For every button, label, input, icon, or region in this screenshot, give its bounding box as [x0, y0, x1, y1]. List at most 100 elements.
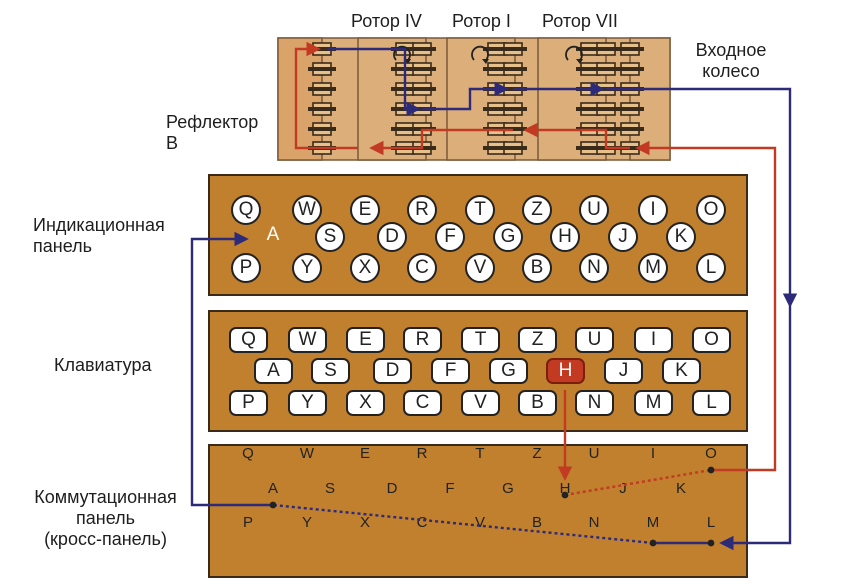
lamp-o: O	[696, 195, 726, 225]
plugboard-label-line2: панель	[76, 508, 135, 528]
rotation-arrowhead-icon	[576, 59, 583, 64]
lamp-p: P	[231, 253, 261, 283]
lamp-t: T	[465, 195, 495, 225]
plug-letter-y: Y	[301, 514, 312, 531]
rotor-contact-wire	[408, 87, 436, 91]
lamp-x: X	[350, 253, 380, 283]
key-l: L	[692, 390, 731, 416]
entry-wheel-label-line2: колесо	[702, 61, 760, 81]
key-j: J	[604, 358, 643, 384]
rotor-contact-wire	[592, 107, 620, 111]
plug-letter-o: O	[705, 445, 717, 462]
rotor-contact-wire	[408, 107, 436, 111]
lamp-lit-a: A	[266, 224, 280, 245]
rotor-contact-wire	[576, 47, 604, 51]
rotation-arrow-icon	[471, 45, 489, 61]
key-n: N	[575, 390, 614, 416]
lamp-w: W	[292, 195, 322, 225]
key-p: P	[229, 390, 268, 416]
rotor-contact-wire	[499, 67, 527, 71]
rotor-contact-wire	[616, 107, 644, 111]
lamp-f: F	[435, 222, 465, 252]
plug-letter-x: X	[359, 514, 370, 531]
reflector-label-line2: B	[166, 133, 179, 153]
key-u: U	[575, 327, 614, 353]
plug-letter-h: H	[559, 480, 571, 497]
keyboard-label: Клавиатура	[54, 355, 152, 375]
plug-letter-f: F	[445, 480, 455, 497]
plug-letter-b: B	[531, 514, 542, 531]
plug-letter-u: U	[588, 445, 600, 462]
lamp-l: L	[696, 253, 726, 283]
lamp-d: D	[377, 222, 407, 252]
plug-letter-z: Z	[532, 445, 542, 462]
rotor-contact-wire	[308, 47, 336, 51]
rotor-contact-wire	[592, 87, 620, 91]
rotor-contact-wire	[408, 67, 436, 71]
lamp-z: Z	[522, 195, 552, 225]
entry-wheel-label-line1: Входное	[695, 40, 767, 60]
lamp-i: I	[638, 195, 668, 225]
rotor-contact-wire	[576, 107, 604, 111]
plug-letter-w: W	[299, 445, 315, 462]
rotor-contact-wire	[592, 47, 620, 51]
reflector-label: Рефлектор B	[166, 112, 258, 154]
lamp-j: J	[608, 222, 638, 252]
plug-letter-c: C	[416, 514, 428, 531]
rotor-contact-wire	[499, 47, 527, 51]
reflector-label-line1: Рефлектор	[166, 112, 259, 132]
rotor-contact-wire	[308, 127, 336, 131]
plug-letter-m: M	[646, 514, 660, 531]
lamp-g: G	[493, 222, 523, 252]
plug-letter-j: J	[619, 480, 627, 497]
rotation-arrow-icon	[565, 45, 583, 61]
plug-letter-l: L	[706, 514, 716, 531]
lamp-y: Y	[292, 253, 322, 283]
key-c: C	[403, 390, 442, 416]
lamp-n: N	[579, 253, 609, 283]
rotor-contact-wire	[408, 146, 436, 150]
rotor-contact-wire	[499, 127, 527, 131]
lamp-h: H	[550, 222, 580, 252]
key-f: F	[431, 358, 470, 384]
lamp-e: E	[350, 195, 380, 225]
key-v: V	[461, 390, 500, 416]
key-a: A	[254, 358, 293, 384]
lampboard-label: Индикационная панель	[33, 215, 165, 257]
rotor-i-label: Ротор I	[452, 11, 511, 31]
rotor-vii-label: Ротор VII	[542, 11, 618, 31]
key-r: R	[403, 327, 442, 353]
plug-letter-e: E	[359, 445, 370, 462]
lamp-r: R	[407, 195, 437, 225]
key-w: W	[288, 327, 327, 353]
plugboard-panel	[208, 444, 748, 578]
rotor-contact-wire	[499, 87, 527, 91]
rotor-contact-wire	[616, 87, 644, 91]
lamp-v: V	[465, 253, 495, 283]
lamp-c: C	[407, 253, 437, 283]
rotor-contact-wire	[483, 47, 511, 51]
plug-letter-r: R	[416, 445, 428, 462]
key-m: M	[634, 390, 673, 416]
plug-letter-s: S	[324, 480, 335, 497]
lamp-s: S	[315, 222, 345, 252]
plug-letter-p: P	[242, 514, 253, 531]
plug-letter-n: N	[588, 514, 600, 531]
key-b: B	[518, 390, 557, 416]
entry-wheel-label: Входное колесо	[686, 40, 776, 82]
plug-letter-d: D	[386, 480, 398, 497]
plug-letter-v: V	[474, 514, 485, 531]
rotor-contact-wire	[308, 107, 336, 111]
key-o: O	[692, 327, 731, 353]
key-x: X	[346, 390, 385, 416]
key-e: E	[346, 327, 385, 353]
plug-letter-q: Q	[242, 445, 254, 462]
lamp-m: M	[638, 253, 668, 283]
rotor-contact-wire	[483, 67, 511, 71]
key-d: D	[373, 358, 412, 384]
rotor-contact-wire	[616, 47, 644, 51]
rotor-iv-label: Ротор IV	[351, 11, 422, 31]
key-q: Q	[229, 327, 268, 353]
key-t: T	[461, 327, 500, 353]
plugboard-label: Коммутационная панель (кросс-панель)	[28, 487, 183, 550]
